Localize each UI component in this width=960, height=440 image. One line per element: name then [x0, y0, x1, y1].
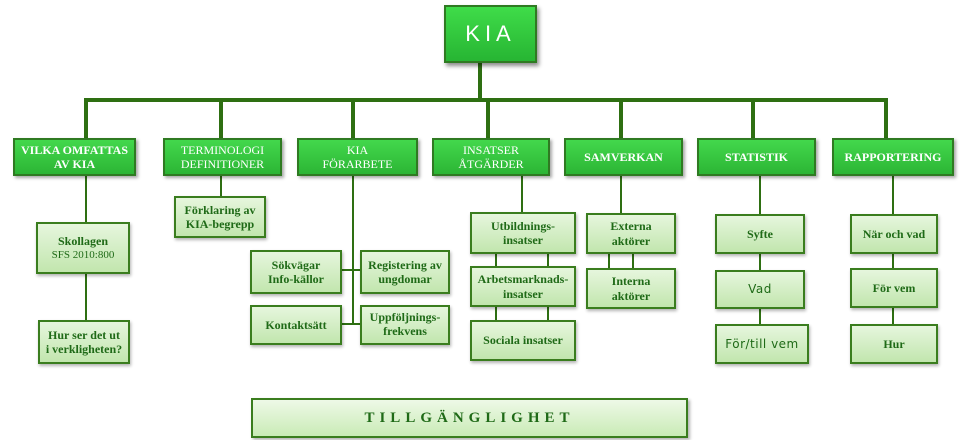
leaf-label-line1: Hur ser det ut	[48, 327, 120, 342]
leaf-label: Hur	[883, 336, 905, 351]
leaf-hur-ser-det-ut: Hur ser det ut i verkligheten?	[38, 320, 130, 364]
category-label-line2: DEFINITIONER	[180, 157, 265, 171]
leaf-uppfoljningsfrekvens: Uppföljnings- frekvens	[360, 305, 450, 345]
leaf-skollagen: Skollagen SFS 2010:800	[36, 222, 130, 274]
leaf-sokvagar: Sökvägar Info-källor	[250, 250, 342, 294]
category-statistik: STATISTIK	[697, 138, 816, 176]
leaf-label-line2: Info-källor	[267, 272, 324, 286]
category-insatser: INSATSER ÅTGÄRDER	[432, 138, 550, 176]
leaf-label-line2: aktörer	[611, 288, 651, 303]
leaf-for-vem: För vem	[850, 268, 938, 308]
category-label-line1: VILKA OMFATTAS	[20, 142, 128, 157]
category-label-line2: FÖRARBETE	[322, 157, 393, 171]
leaf-registrering: Registering av ungdomar	[360, 250, 450, 294]
category-label-line1: SAMVERKAN	[584, 149, 663, 164]
leaf-label: Skollagen	[57, 234, 108, 249]
category-kia-forarbete: KIA FÖRARBETE	[297, 138, 418, 176]
leaf-label: För/till vem	[725, 336, 799, 351]
leaf-label-line1: Interna	[611, 274, 651, 289]
leaf-label-line1: Sökvägar	[271, 257, 321, 272]
leaf-label: Syfte	[747, 226, 773, 241]
leaf-sublabel: SFS 2010:800	[51, 248, 115, 261]
category-label-line2: ÅTGÄRDER	[458, 157, 524, 171]
leaf-label: Kontaktsätt	[265, 317, 327, 332]
leaf-label-line2: KIA-begrepp	[185, 217, 255, 231]
category-label-line1: KIA	[346, 142, 369, 157]
leaf-label: För vem	[872, 280, 916, 295]
leaf-label-line1: Förklaring av	[184, 202, 256, 217]
leaf-label-line1: Arbetsmarknads-	[477, 272, 569, 287]
leaf-kontaktsatt: Kontaktsätt	[250, 305, 342, 345]
leaf-label-line1: Uppföljnings-	[369, 310, 441, 324]
leaf-vad: Vad	[715, 270, 805, 309]
leaf-externa-aktorer: Externa aktörer	[586, 213, 676, 254]
category-label-line1: TERMINOLOGI	[180, 142, 265, 157]
leaf-label: När och vad	[862, 226, 926, 241]
leaf-label-line2: ungdomar	[378, 272, 432, 286]
leaf-label-line2: i verkligheten?	[45, 342, 123, 356]
leaf-utbildningsinsatser: Utbildnings- insatser	[470, 212, 576, 254]
leaf-label-line1: Utbildnings-	[490, 218, 556, 233]
category-label-line1: STATISTIK	[725, 149, 788, 164]
category-label-line1: INSATSER	[462, 142, 519, 157]
category-vilka-omfattas: VILKA OMFATTAS AV KIA	[13, 138, 136, 176]
leaf-label-line2: insatser	[503, 233, 543, 247]
leaf-label-line1: Registering av	[368, 257, 442, 272]
leaf-label: Sociala insatser	[483, 333, 563, 348]
category-label-line1: RAPPORTERING	[844, 149, 942, 164]
leaf-interna-aktorer: Interna aktörer	[586, 268, 676, 309]
leaf-arbetsmarknadsinsatser: Arbetsmarknads- insatser	[470, 266, 576, 307]
leaf-label-line2: insatser	[503, 286, 543, 301]
leaf-for-till-vem: För/till vem	[715, 324, 809, 364]
leaf-label-line2: frekvens	[383, 324, 427, 339]
leaf-syfte: Syfte	[715, 214, 805, 254]
root-kia: KIA	[444, 5, 537, 63]
leaf-forklaring-kia-begrepp: Förklaring av KIA-begrepp	[174, 196, 266, 238]
leaf-hur: Hur	[850, 324, 938, 364]
category-samverkan: SAMVERKAN	[564, 138, 683, 176]
leaf-label-line1: Externa	[610, 219, 652, 234]
leaf-label: Vad	[748, 282, 772, 297]
footer-label: TILLGÄNGLIGHET	[364, 410, 575, 426]
category-label-line2: AV KIA	[53, 157, 96, 171]
category-terminologi: TERMINOLOGI DEFINITIONER	[163, 138, 282, 176]
leaf-sociala-insatser: Sociala insatser	[470, 320, 576, 361]
root-label: KIA	[465, 20, 516, 46]
category-rapportering: RAPPORTERING	[832, 138, 954, 176]
leaf-nar-och-vad: När och vad	[850, 214, 938, 254]
footer-tillganglighet: TILLGÄNGLIGHET	[251, 398, 688, 438]
leaf-label-line2: aktörer	[611, 233, 651, 248]
